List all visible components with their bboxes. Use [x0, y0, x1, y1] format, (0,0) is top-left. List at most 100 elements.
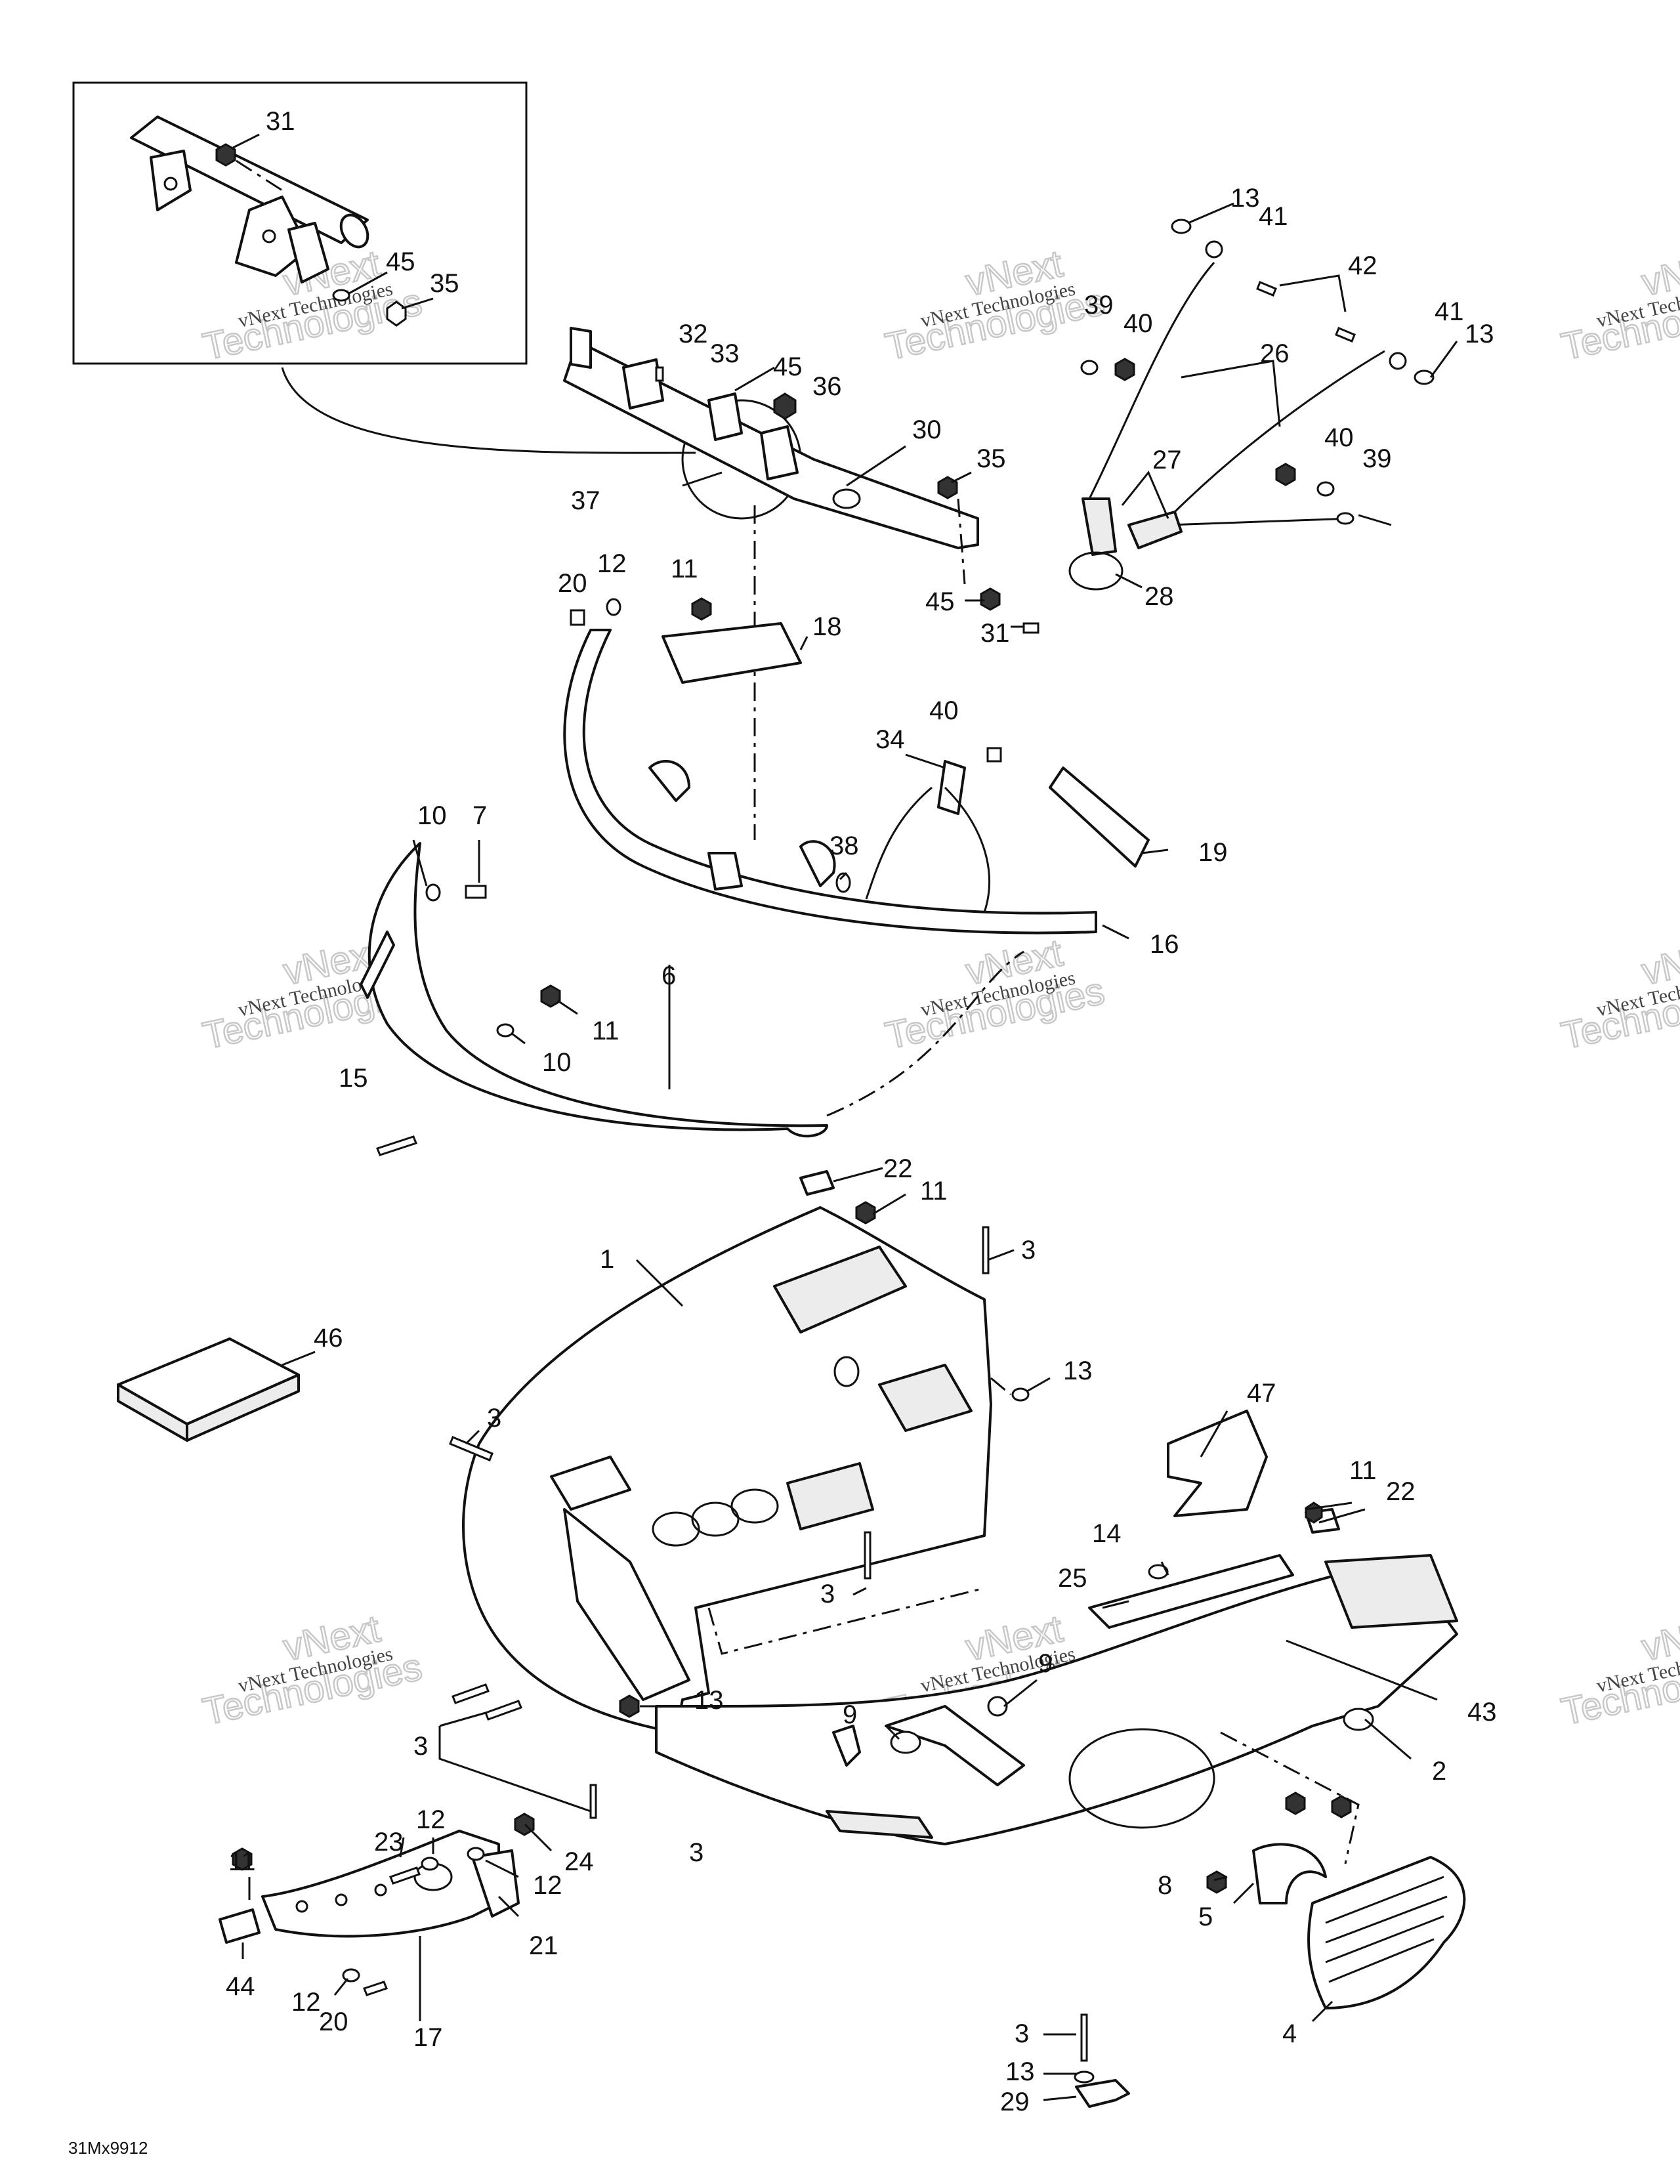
- bumper-tab: [707, 392, 743, 441]
- rivet: [589, 1784, 597, 1819]
- leader: [1102, 924, 1129, 940]
- washer: [606, 598, 621, 616]
- cable-end: [1336, 512, 1354, 525]
- watermark: vNext Technologies vNext Technologies: [881, 931, 1108, 1058]
- leader: [682, 471, 723, 487]
- cable: [1167, 517, 1353, 526]
- nut: [1206, 1870, 1227, 1894]
- leader: [1213, 1876, 1228, 1881]
- cable: [1088, 262, 1215, 499]
- leader: [497, 1895, 520, 1918]
- callout-labels: 31 45 35 32 33 45 36 30 37 35 45 31 13 4…: [226, 107, 1497, 2116]
- bumper-hoop: [563, 629, 1097, 934]
- washer: [421, 1857, 439, 1871]
- drawing-code: 31Mx9912: [68, 2138, 148, 2158]
- callout-20: 20: [558, 569, 587, 598]
- leader: [1279, 274, 1347, 312]
- leader: [1121, 471, 1169, 519]
- leader: [401, 297, 434, 310]
- axis: [957, 498, 966, 585]
- callout-11: 11: [1349, 1456, 1377, 1485]
- leader: [282, 1351, 316, 1366]
- side-panel-assembly: [655, 1410, 1466, 2023]
- leader: [1232, 1882, 1255, 1904]
- callout-2: 2: [1432, 1757, 1446, 1786]
- cable-spring-assembly: [1068, 202, 1458, 591]
- leader: [524, 1823, 553, 1852]
- callout-7: 7: [472, 801, 487, 830]
- callout-11: 11: [671, 555, 698, 583]
- callout-36: 36: [812, 372, 842, 401]
- watermark: vNext Technologies vNext Technologies: [1557, 242, 1680, 369]
- callout-13: 13: [1465, 320, 1494, 348]
- callout-39: 39: [1362, 444, 1392, 473]
- callout-22: 22: [1386, 1477, 1416, 1506]
- callout-10: 10: [542, 1048, 572, 1077]
- callout-42: 42: [1348, 251, 1377, 280]
- callout-12: 12: [533, 1871, 562, 1900]
- washer: [1316, 481, 1335, 497]
- clip-22: [799, 1170, 835, 1196]
- bottom-fasteners: [1043, 2013, 1130, 2108]
- upper-bumper-assembly: [563, 327, 1040, 840]
- callout-3: 3: [689, 1838, 704, 1867]
- molding-end: [360, 931, 395, 999]
- callout-3: 3: [820, 1580, 835, 1608]
- callout-29: 29: [1000, 2088, 1030, 2116]
- side-panel-opening: [1068, 1728, 1215, 1829]
- callout-28: 28: [1144, 582, 1174, 611]
- callout-9: 9: [1038, 1649, 1053, 1678]
- reinforcement-47: [1167, 1410, 1268, 1517]
- leader: [839, 872, 848, 881]
- callout-33: 33: [710, 339, 740, 368]
- bolt: [389, 1866, 421, 1885]
- grommet-9: [987, 1696, 1008, 1717]
- callout-27: 27: [1152, 446, 1182, 474]
- inset-connector: [281, 367, 696, 454]
- leader: [1141, 849, 1169, 854]
- callout-40: 40: [1324, 423, 1354, 452]
- rivet: [1080, 2013, 1088, 2062]
- callout-39: 39: [1084, 291, 1114, 320]
- nut: [691, 597, 712, 621]
- leader: [347, 271, 388, 295]
- callout-35: 35: [430, 269, 459, 298]
- callout-22: 22: [883, 1154, 913, 1183]
- leader: [438, 1726, 591, 1813]
- foam-pad-side: [186, 1374, 300, 1442]
- rivet: [864, 1531, 872, 1580]
- leader: [846, 445, 906, 487]
- arrow: [865, 786, 933, 900]
- leader: [905, 753, 946, 769]
- callout-34: 34: [875, 725, 905, 754]
- pan-grommet: [833, 1356, 860, 1387]
- clip-29: [1075, 2079, 1130, 2108]
- washer: [425, 883, 441, 902]
- callout-12: 12: [291, 1988, 321, 2017]
- pan-opening: [786, 1462, 874, 1530]
- pan-opening: [878, 1364, 973, 1432]
- callout-30: 30: [912, 415, 942, 444]
- clip: [1389, 352, 1407, 370]
- leader: [1364, 1718, 1412, 1760]
- leader: [1043, 2095, 1077, 2101]
- callout-35: 35: [976, 444, 1006, 473]
- leader: [1115, 573, 1143, 589]
- washer: [1171, 219, 1192, 234]
- callout-4: 4: [1282, 2019, 1297, 2048]
- leader: [333, 1978, 349, 1996]
- callout-32: 32: [679, 320, 708, 348]
- leader: [1429, 341, 1458, 378]
- callout-37: 37: [571, 486, 600, 515]
- hoop-mount: [648, 760, 690, 802]
- callout-23: 23: [374, 1828, 404, 1857]
- hoop-mount: [707, 852, 743, 891]
- callout-44: 44: [226, 1972, 255, 2001]
- washer: [342, 1968, 360, 1983]
- callout-9: 9: [843, 1700, 857, 1729]
- bolt: [655, 366, 664, 382]
- leader: [412, 839, 428, 887]
- washer: [1011, 1387, 1030, 1402]
- callout-18: 18: [812, 612, 842, 641]
- axis: [990, 1377, 1011, 1396]
